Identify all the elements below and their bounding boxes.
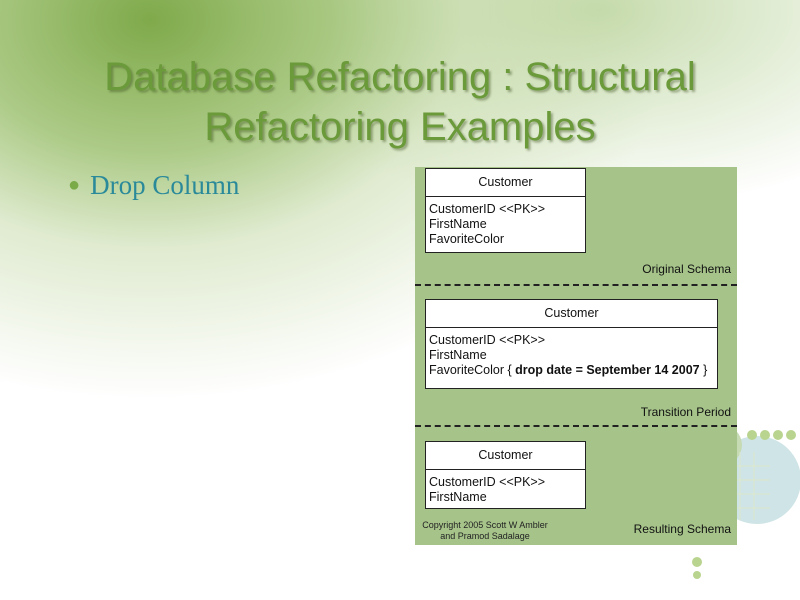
section-label-transition: Transition Period: [640, 405, 731, 419]
favoritecolor-prefix: FavoriteColor {: [429, 363, 516, 377]
section-label-resulting: Resulting Schema: [633, 522, 731, 536]
field-firstname: FirstName: [429, 490, 487, 504]
entity-name: Customer: [426, 169, 585, 197]
field-customerid: CustomerID <<PK>>: [429, 475, 546, 489]
bullet-text: Drop Column: [90, 170, 240, 200]
copyright-line-1: Copyright 2005 Scott W Ambler: [422, 520, 548, 530]
section-divider: [415, 284, 737, 286]
bullet-dot-icon: ●: [68, 174, 81, 196]
field-favoritecolor: FavoriteColor: [429, 232, 505, 246]
customer-entity-transition: Customer CustomerID <<PK>> FirstName Fav…: [425, 299, 718, 389]
customer-entity-resulting: Customer CustomerID <<PK>> FirstName: [425, 441, 586, 509]
entity-name: Customer: [426, 442, 585, 470]
favoritecolor-suffix: }: [699, 363, 708, 377]
field-favoritecolor-annotated: FavoriteColor { drop date = September 14…: [429, 363, 714, 378]
section-label-original: Original Schema: [642, 262, 731, 276]
field-customerid: CustomerID <<PK>>: [429, 333, 546, 347]
bullet-item: ● Drop Column: [68, 170, 239, 201]
copyright-notice: Copyright 2005 Scott W Ambler and Pramod…: [417, 520, 553, 542]
entity-name: Customer: [426, 300, 717, 328]
section-divider: [415, 425, 737, 427]
customer-entity-original: Customer CustomerID <<PK>> FirstName Fav…: [425, 168, 586, 253]
slide-title: Database Refactoring : Structural Refact…: [104, 55, 696, 149]
schema-diagram: Customer CustomerID <<PK>> FirstName Fav…: [415, 167, 737, 545]
copyright-line-2: and Pramod Sadalage: [440, 531, 530, 541]
field-customerid: CustomerID <<PK>>: [429, 202, 546, 216]
drop-date-annotation: drop date = September 14 2007: [515, 363, 700, 377]
field-firstname: FirstName: [429, 217, 487, 231]
field-firstname: FirstName: [429, 348, 487, 362]
